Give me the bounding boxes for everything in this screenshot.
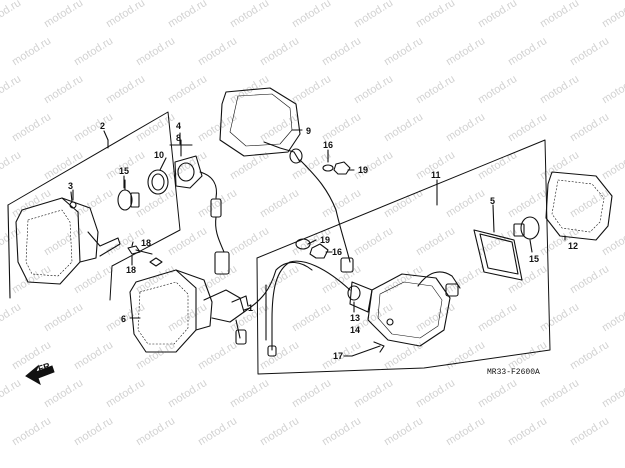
bulb-upper-left <box>117 179 140 211</box>
group-2-outline <box>7 111 181 301</box>
rear-left-wire <box>243 261 313 313</box>
callout-17: 17 <box>333 351 344 361</box>
callout-15-right: 15 <box>529 254 540 264</box>
callout-9: 9 <box>306 126 312 136</box>
nut-washer-upper <box>322 161 351 175</box>
nut-washer-lower <box>295 238 329 259</box>
bulb-right <box>513 216 540 240</box>
group-11-outline <box>256 139 551 375</box>
socket-assembly <box>169 139 230 275</box>
callout-19-lower: 19 <box>320 235 331 245</box>
diagram-code: MR33-F2600A <box>487 368 540 377</box>
callout-1: 1 <box>248 303 254 313</box>
callout-16-upper: 16 <box>323 140 334 150</box>
screw-18 <box>127 245 153 255</box>
upper-housing <box>219 87 354 273</box>
callout-15-left: 15 <box>119 166 130 176</box>
callout-10: 10 <box>154 150 165 160</box>
rear-right-lens <box>545 171 613 241</box>
callout-19-upper: 19 <box>358 165 369 175</box>
gasket <box>473 229 523 281</box>
callout-18-upper: 18 <box>141 238 152 248</box>
rubber-seal <box>147 169 169 195</box>
screw-17 <box>351 341 385 357</box>
callout-6: 6 <box>121 314 127 324</box>
callout-11: 11 <box>431 170 441 180</box>
rear-left-lens <box>129 269 267 353</box>
callout-3: 3 <box>68 181 74 191</box>
callout-8: 8 <box>176 133 182 143</box>
callout-2: 2 <box>100 121 106 131</box>
callout-18-lower: 18 <box>126 265 137 275</box>
screw-18b <box>149 257 163 267</box>
lower-right-housing <box>267 260 461 357</box>
callout-4: 4 <box>176 121 182 131</box>
front-direction-arrow <box>25 364 55 386</box>
callout-14: 14 <box>350 325 361 335</box>
front-left-lens <box>15 191 121 285</box>
callout-5: 5 <box>490 196 496 206</box>
callout-12: 12 <box>568 241 579 251</box>
callout-13: 13 <box>350 313 361 323</box>
callout-16-lower: 16 <box>332 247 343 257</box>
